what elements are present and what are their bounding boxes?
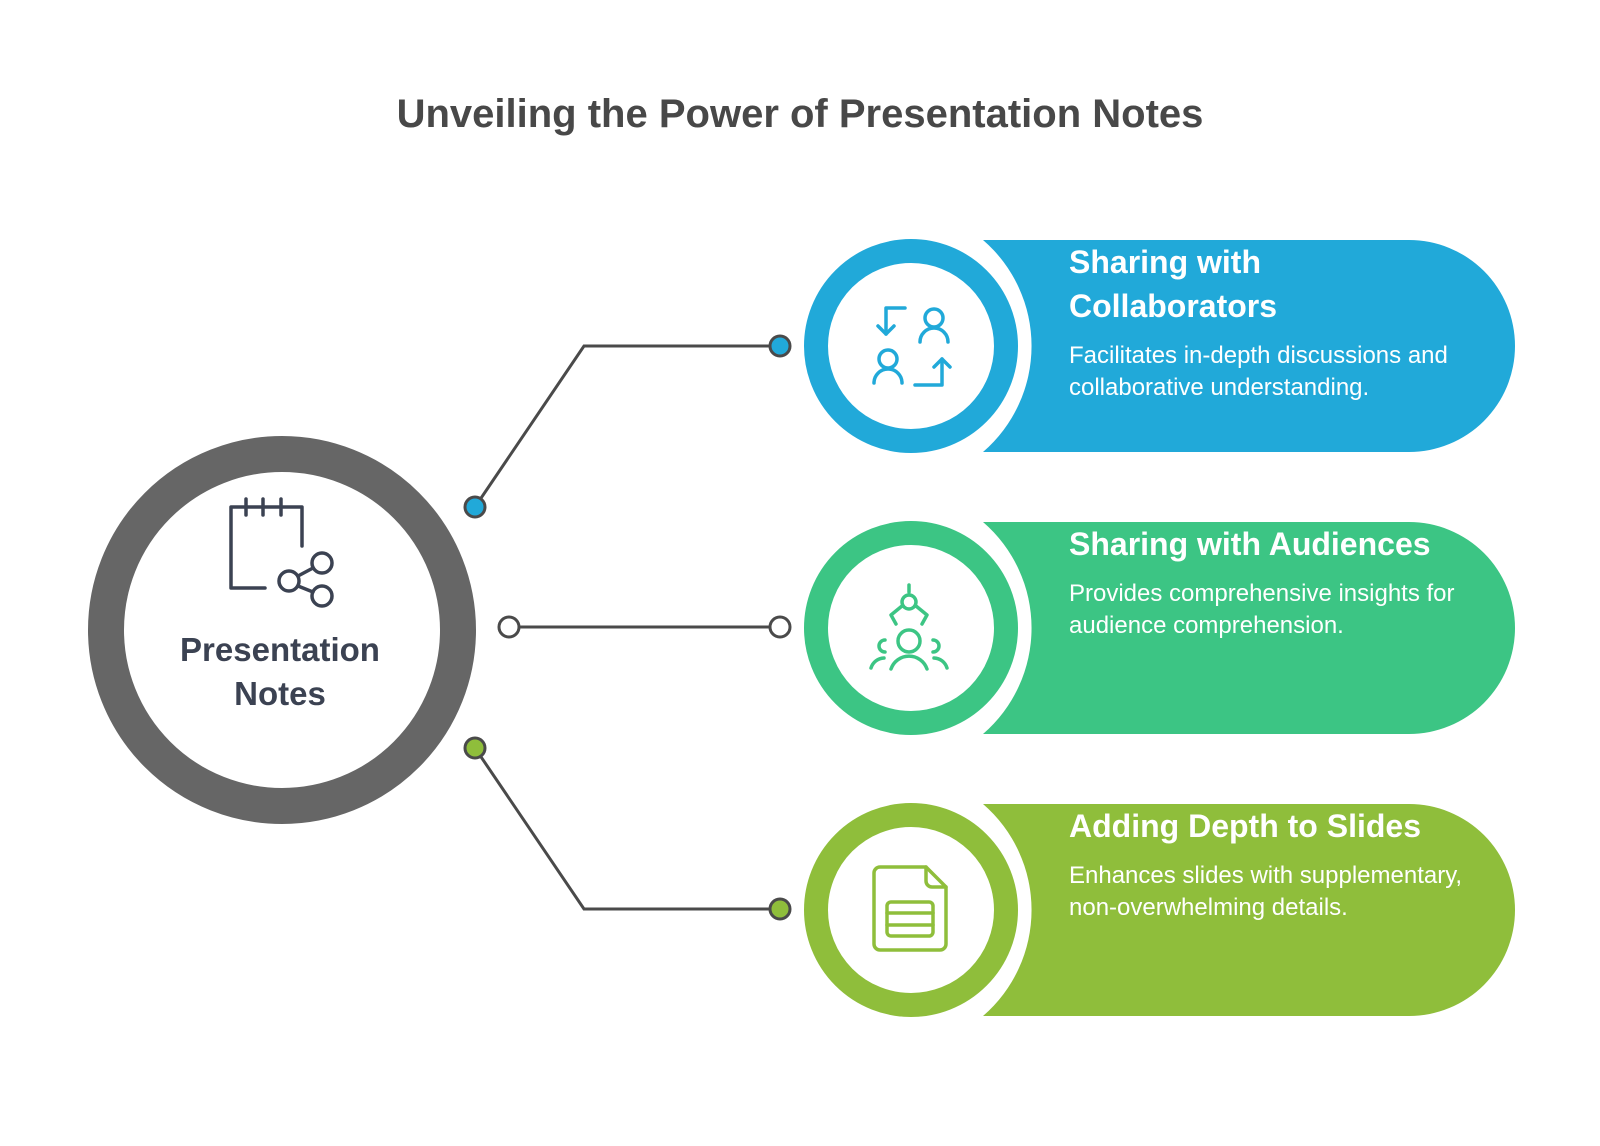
notepad-share-icon bbox=[229, 497, 334, 608]
dot-middle-end bbox=[768, 615, 792, 639]
center-ring bbox=[88, 436, 476, 824]
item-description: Provides comprehensive insights for audi… bbox=[1069, 580, 1455, 639]
card-pill bbox=[983, 522, 1515, 734]
card-pill bbox=[983, 240, 1515, 452]
user-exchange-icon bbox=[872, 306, 952, 387]
item-text-collaborators: Sharing with Collaborators Facilitates i… bbox=[1069, 240, 1469, 404]
dot-top-start bbox=[463, 495, 487, 519]
icon-ring bbox=[804, 521, 1018, 735]
center-node bbox=[88, 436, 476, 824]
icon-ring bbox=[804, 803, 1018, 1017]
diagram-title: Unveiling the Power of Presentation Note… bbox=[396, 92, 1204, 136]
item-title: Sharing with Audiences bbox=[1069, 526, 1431, 562]
dot-middle-start bbox=[497, 615, 521, 639]
item-card-slides bbox=[804, 803, 1515, 1017]
connector-top bbox=[473, 344, 780, 508]
item-card-audiences bbox=[804, 521, 1515, 735]
dot-bottom-start bbox=[463, 736, 487, 760]
dot-bottom-end bbox=[768, 897, 792, 921]
center-label: Presentation Notes bbox=[180, 631, 380, 712]
item-text-slides: Adding Depth to Slides Enhances slides w… bbox=[1069, 804, 1469, 924]
connectors bbox=[473, 344, 780, 911]
item-description: Facilitates in-depth discussions and col… bbox=[1069, 342, 1448, 401]
dot-top-end bbox=[768, 334, 792, 358]
connector-bottom bbox=[473, 747, 780, 911]
connector-dots bbox=[463, 334, 792, 921]
item-title: Sharing with Collaborators bbox=[1069, 244, 1278, 324]
item-description: Enhances slides with supplementary, non-… bbox=[1069, 862, 1463, 921]
audience-presenter-icon bbox=[869, 583, 949, 671]
item-card-collaborators bbox=[804, 239, 1515, 453]
item-text-audiences: Sharing with Audiences Provides comprehe… bbox=[1069, 522, 1469, 642]
card-pill bbox=[983, 804, 1515, 1016]
document-icon bbox=[872, 865, 948, 952]
item-title: Adding Depth to Slides bbox=[1069, 808, 1421, 844]
icon-ring bbox=[804, 239, 1018, 453]
